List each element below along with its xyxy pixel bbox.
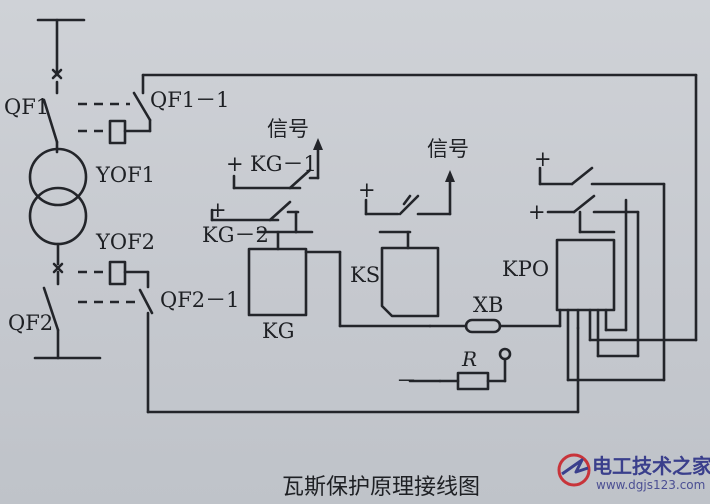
label-minus: －: [396, 369, 417, 393]
kpo-relay-box: [555, 238, 616, 312]
qf2-switch-blade: [42, 286, 60, 332]
label-signal-ks: 信号: [427, 137, 469, 161]
kpo-contact-upper: [570, 166, 594, 186]
kpo-contact-lower: [572, 194, 596, 214]
label-qf2-1: QF2－1: [160, 288, 240, 312]
label-r: R: [461, 347, 477, 371]
kg-relay-box: [247, 247, 308, 317]
ks-contact: [398, 194, 420, 216]
signal-arrow-kg: [313, 138, 323, 150]
label-plus-kg2: +: [209, 198, 227, 222]
label-kg2: KG－2: [202, 223, 269, 247]
ks-relay-box: [380, 246, 440, 318]
label-kg: KG: [262, 319, 294, 343]
label-qf1-1: QF1－1: [150, 88, 230, 112]
watermark-title: 电工技术之家: [592, 454, 710, 478]
watermark-logo: 电工技术之家 www.dgjs123.com: [556, 448, 710, 502]
qf1-1-contact: [132, 91, 152, 122]
lightning-logo-icon: [557, 453, 591, 487]
signal-arrow-ks: [445, 170, 455, 182]
watermark-url: www.dgjs123.com: [596, 478, 706, 492]
transformer-winding-upper: [28, 147, 88, 207]
resistor-r: [456, 371, 490, 391]
label-qf2: QF2: [8, 311, 53, 335]
kg2-contact: [268, 200, 292, 222]
qf1-switch-blade: [42, 98, 59, 144]
yof1-trip-coil: [108, 119, 127, 145]
label-kg1: KG－1: [250, 152, 317, 176]
label-signal-kg: 信号: [267, 117, 309, 141]
qf2-1-contact: [138, 288, 154, 315]
yof2-trip-coil: [108, 260, 127, 286]
xb-connector: [464, 318, 502, 334]
label-yof2: YOF2: [95, 230, 155, 254]
kg1-contact: [288, 168, 312, 190]
label-yof1: YOF1: [95, 163, 155, 187]
terminal-r: [498, 347, 512, 361]
diagram-caption: 瓦斯保护原理接线图: [282, 475, 480, 500]
label-xb: XB: [473, 293, 503, 317]
label-plus-kg1: +: [226, 152, 244, 176]
label-ks: KS: [350, 263, 380, 287]
label-plus-kpo-lower: +: [528, 200, 546, 224]
label-plus-ks: +: [358, 178, 376, 202]
label-plus-kpo-upper: +: [534, 147, 552, 171]
label-kpo: KPO: [502, 257, 549, 281]
transformer-winding-lower: [28, 186, 88, 246]
label-qf1: QF1: [4, 95, 49, 119]
